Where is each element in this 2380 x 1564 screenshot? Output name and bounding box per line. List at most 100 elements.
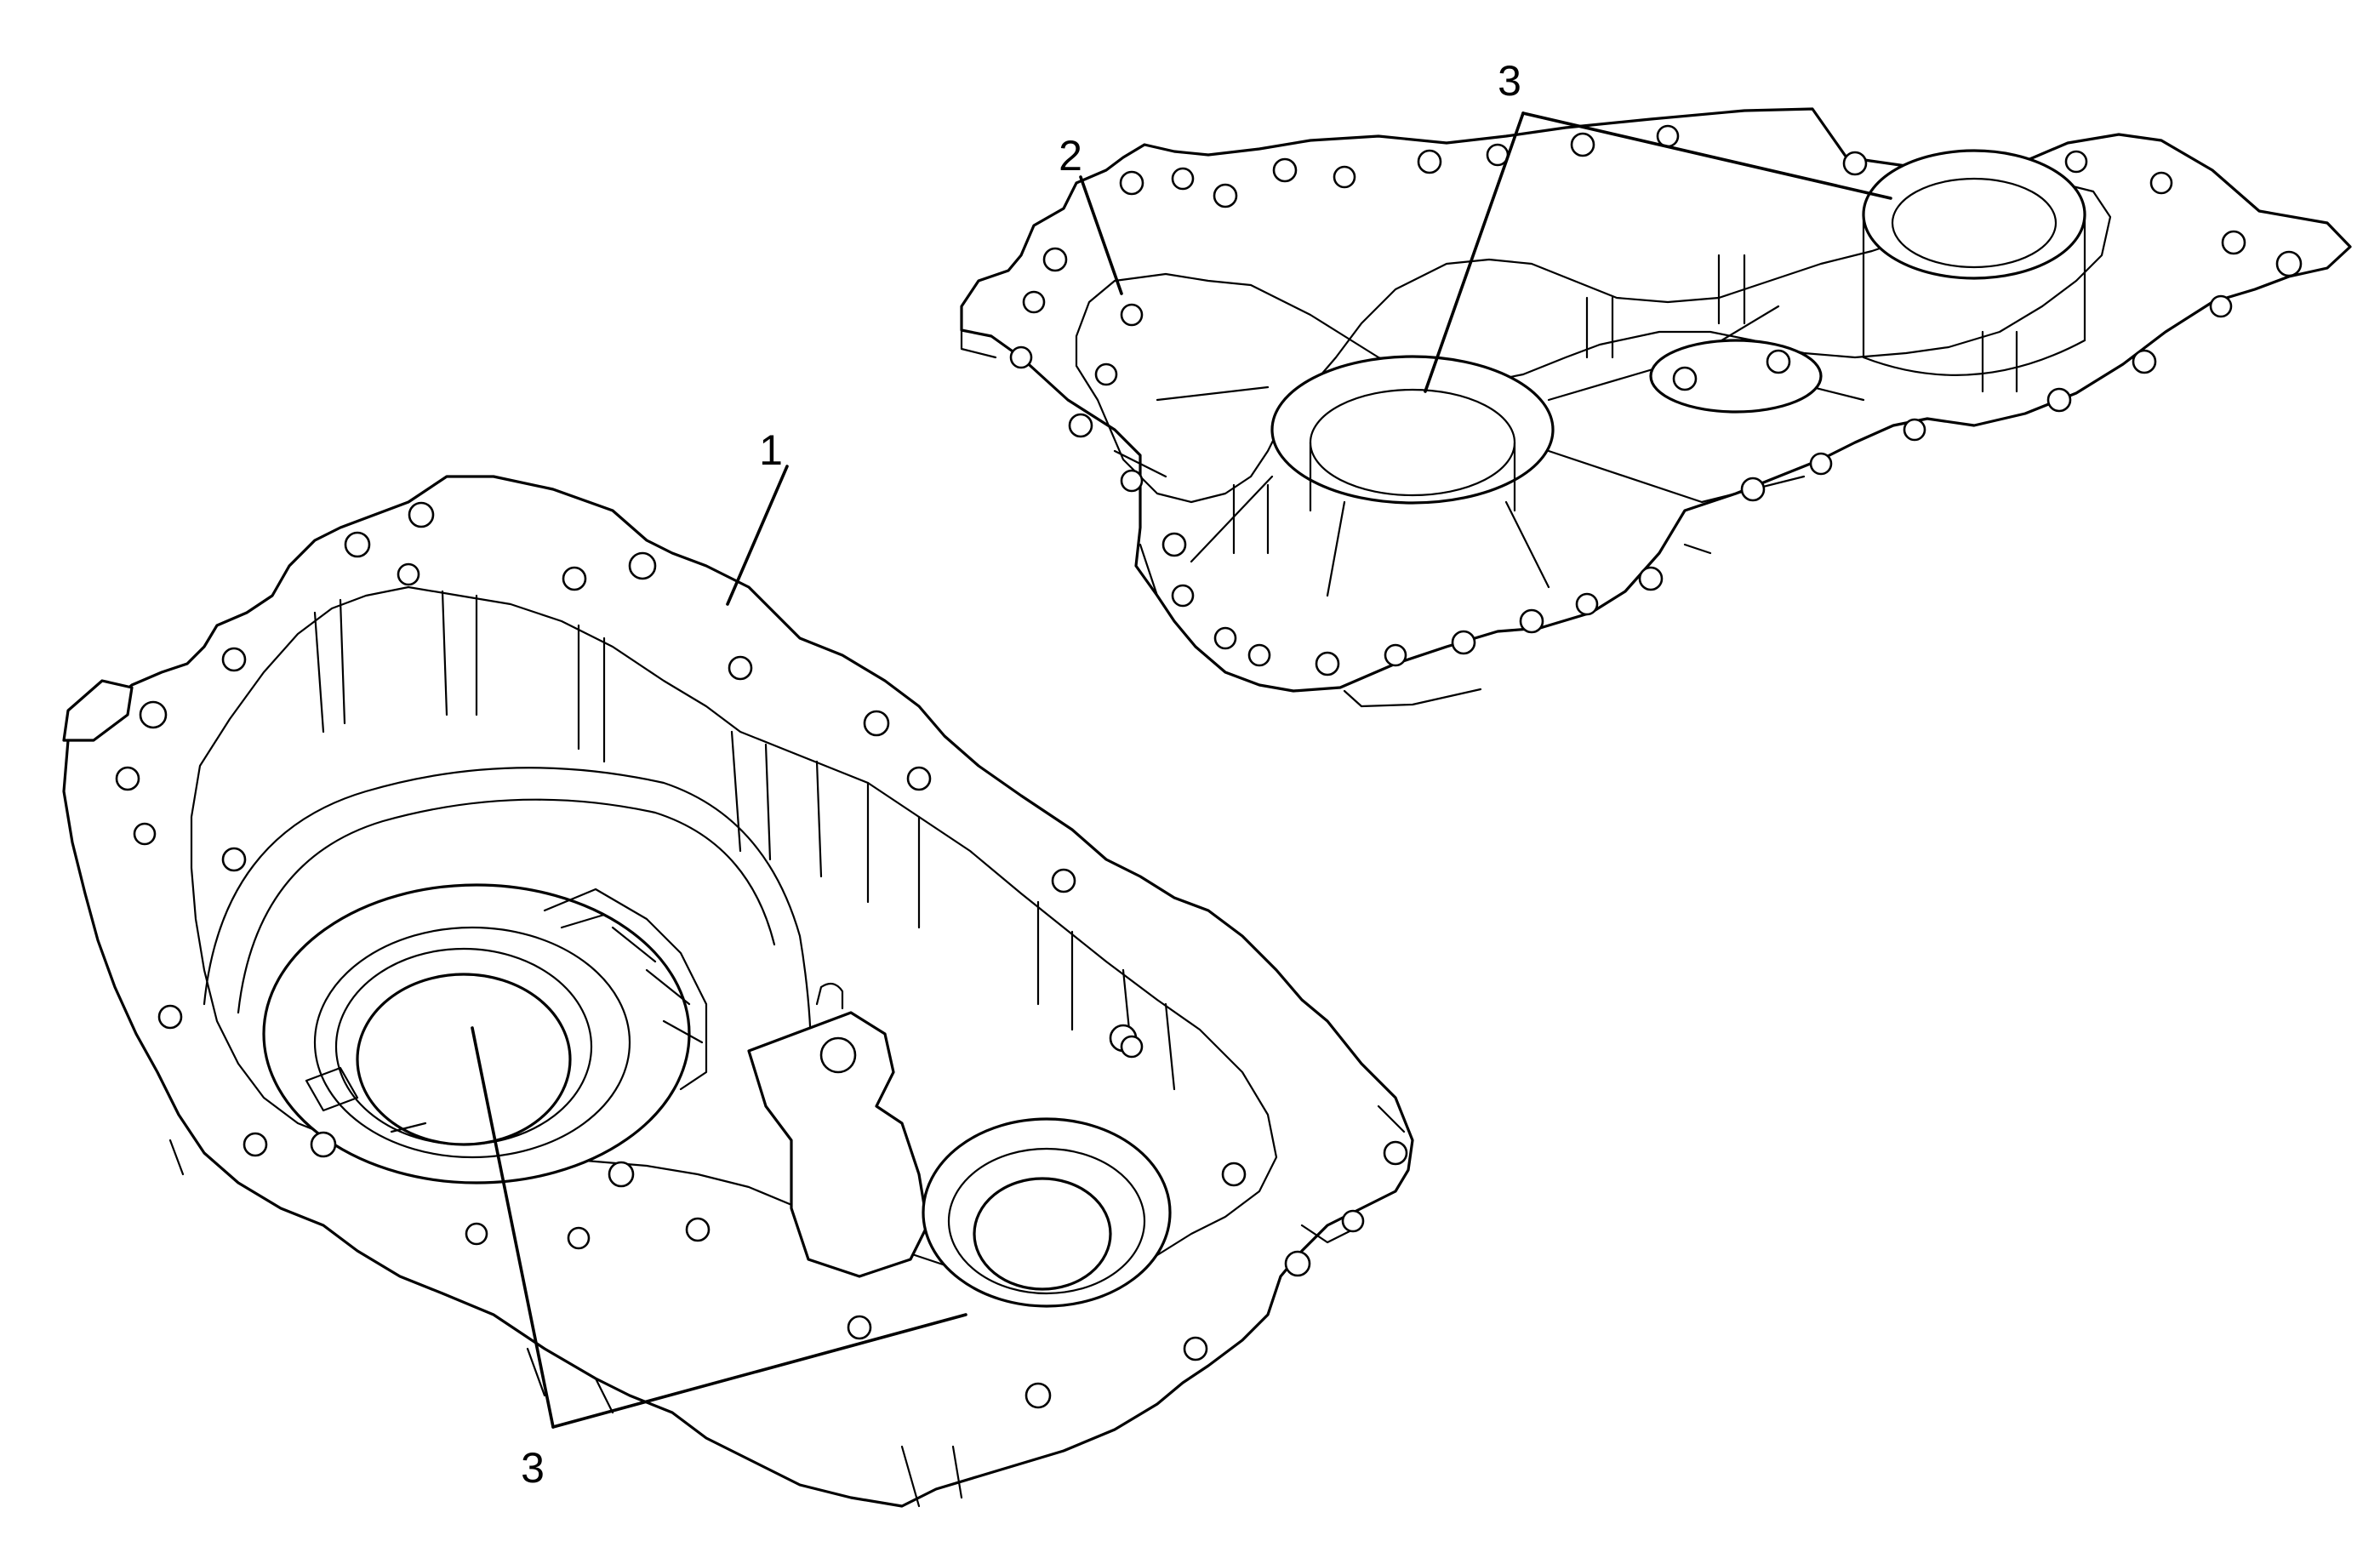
bolt-hole xyxy=(221,647,247,672)
case-half-1-cavity-floor xyxy=(203,767,813,1125)
case-half-1-wall-ribs xyxy=(313,590,1176,1091)
case-half-1-large-bore-inner xyxy=(356,973,572,1146)
callout-2: 2 xyxy=(1059,132,1082,180)
bolt-hole xyxy=(1024,1382,1052,1409)
leader-line-1 xyxy=(726,465,789,606)
case-half-1-bottom-detail xyxy=(168,1105,1406,1508)
bolt-hole xyxy=(1213,183,1238,208)
case-half-2-center-bore-wall xyxy=(1309,441,1516,512)
callout-3-top: 3 xyxy=(1498,57,1521,105)
bolt-hole xyxy=(1656,124,1680,148)
bolt-hole xyxy=(133,822,157,846)
case-half-1-side-tab xyxy=(62,679,134,742)
callout-labels: 1 2 3 3 xyxy=(521,57,1521,1492)
leader-line-3-top-a xyxy=(1424,111,1525,393)
bolt-hole xyxy=(1119,170,1144,196)
bolt-hole xyxy=(1272,157,1298,183)
case-half-2-right-boss-bore xyxy=(1891,177,2058,269)
bolt-hole xyxy=(863,710,890,737)
bolt-hole xyxy=(685,1217,711,1242)
bolt-hole xyxy=(1171,584,1195,608)
case-half-2-pillars xyxy=(1232,254,2018,555)
bolt-hole xyxy=(115,766,140,791)
bolt-hole xyxy=(1171,167,1195,191)
bolt-hole xyxy=(1842,151,1868,176)
bolt-hole xyxy=(1570,132,1595,157)
case-half-2-right-boss-top xyxy=(1862,149,2086,280)
bolt-hole xyxy=(1575,592,1599,616)
bolt-hole xyxy=(562,566,587,591)
bolt-hole xyxy=(1022,290,1046,314)
bolt-hole xyxy=(728,655,753,681)
case-half-1-tower-hole xyxy=(819,1036,857,1074)
bolt-hole xyxy=(1809,452,1833,476)
bolt-hole xyxy=(2221,230,2246,255)
bolt-hole xyxy=(465,1222,488,1246)
bolt-hole xyxy=(221,847,247,872)
bolt-hole xyxy=(1638,566,1664,591)
bolt-hole xyxy=(847,1315,872,1340)
bolt-hole xyxy=(1213,626,1237,650)
bolt-hole xyxy=(397,562,420,586)
bolt-hole xyxy=(1094,362,1118,386)
case-half-2-flange xyxy=(960,107,2352,693)
bolt-hole xyxy=(1740,477,1766,502)
bolt-hole xyxy=(139,700,168,729)
case-half-1-bolt-holes xyxy=(115,501,1408,1409)
bolt-hole xyxy=(628,551,657,580)
bolt-hole xyxy=(1221,1162,1247,1187)
bolt-hole xyxy=(2064,150,2088,174)
leader-line-3-bottom-a xyxy=(471,1026,555,1429)
bolt-hole xyxy=(1383,1140,1408,1166)
bolt-hole xyxy=(608,1161,635,1188)
case-half-2-cover-hole-b xyxy=(1766,349,1791,374)
bolt-hole xyxy=(1042,247,1068,272)
bolt-hole xyxy=(1161,532,1187,557)
bolt-hole xyxy=(2132,349,2157,374)
bolt-hole xyxy=(1068,413,1093,438)
callout-1: 1 xyxy=(759,426,783,474)
bolt-hole xyxy=(2046,387,2072,413)
bolt-hole xyxy=(567,1226,591,1250)
bolt-hole xyxy=(1333,165,1356,189)
bolt-hole xyxy=(906,766,932,791)
case-half-1-large-bore-lip xyxy=(334,947,593,1146)
bolt-hole xyxy=(310,1131,337,1158)
bolt-hole xyxy=(243,1132,268,1157)
case-half-2-cover-hole-a xyxy=(1672,366,1698,391)
leader-lines xyxy=(471,111,1892,1429)
case-half-1-drawing xyxy=(62,475,1414,1508)
bolt-hole xyxy=(1384,643,1407,667)
case-half-2-right-boss-wall xyxy=(1862,213,2086,376)
leader-line-3-bottom-b xyxy=(551,1313,967,1429)
bolt-hole xyxy=(1120,303,1144,327)
bolt-hole xyxy=(1903,418,1926,442)
case-half-1-cavity-floor-inner xyxy=(237,798,776,1014)
case-half-2-bottom-ledge xyxy=(960,328,1712,708)
bolt-hole xyxy=(1009,345,1033,369)
case-half-1-small-bore-ring xyxy=(947,1147,1146,1295)
bolt-hole xyxy=(1417,149,1442,174)
bolt-hole xyxy=(408,501,435,528)
bolt-hole xyxy=(1120,469,1144,493)
case-half-2-bolt-holes xyxy=(1009,124,2303,676)
bolt-hole xyxy=(1247,643,1271,667)
callout-3-bottom: 3 xyxy=(521,1444,545,1492)
bolt-hole xyxy=(344,531,371,558)
case-half-2-inner-wall xyxy=(1075,181,2112,504)
bolt-hole xyxy=(1519,608,1544,634)
leader-line-2 xyxy=(1079,175,1123,295)
bolt-hole xyxy=(1284,1250,1311,1277)
leader-line-3-top-b xyxy=(1521,111,1892,200)
bolt-hole xyxy=(1051,868,1076,893)
bolt-hole xyxy=(1451,630,1476,655)
case-half-1-small-bore-inner xyxy=(973,1177,1112,1291)
bolt-hole xyxy=(2275,250,2303,277)
bolt-hole xyxy=(1120,1035,1144,1059)
bolt-hole xyxy=(1315,651,1340,676)
bolt-hole xyxy=(1341,1209,1365,1233)
case-half-2-drawing xyxy=(960,107,2352,708)
case-half-2-center-bore-outer xyxy=(1270,355,1555,505)
